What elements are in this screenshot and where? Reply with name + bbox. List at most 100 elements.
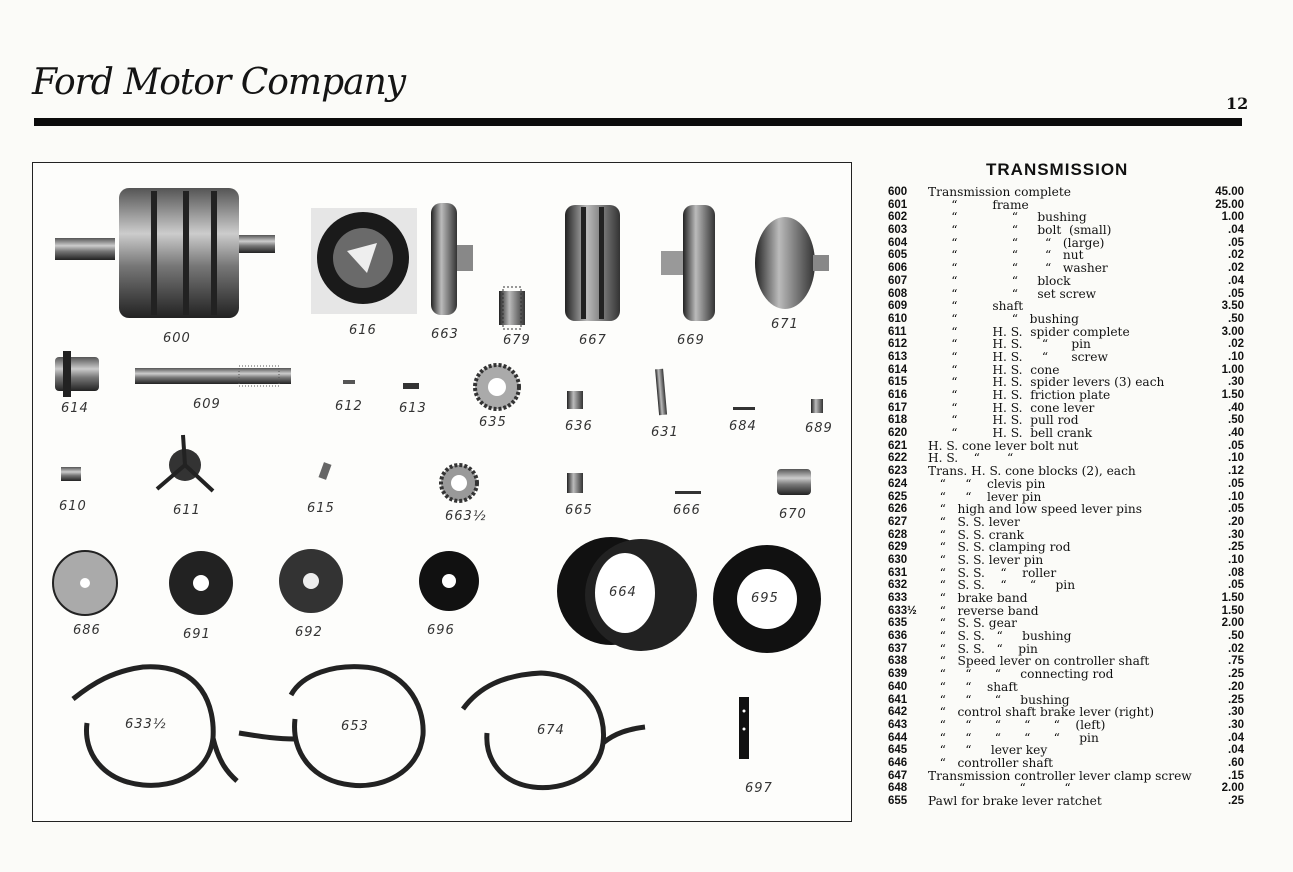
part-number: 642	[888, 706, 908, 719]
part-description: “ S. S. “ bushing	[928, 629, 1072, 644]
part-612-pin-drawing	[343, 380, 355, 384]
part-price: .10	[1228, 490, 1244, 503]
part-description: H. S. “ “	[928, 451, 1014, 466]
part-price: .05	[1228, 477, 1244, 490]
part-description: “ S. S. “ roller	[928, 565, 1057, 580]
parts-list-row: 606 “ “ “ washer.02	[888, 262, 1244, 275]
parts-list-row: 612 “ H. S. “ pin.02	[888, 338, 1244, 351]
parts-list-row: 626 “ high and low speed lever pins.05	[888, 503, 1244, 516]
part-label: 613	[399, 401, 427, 416]
part-price: .15	[1228, 769, 1244, 782]
part-number: 636	[888, 630, 908, 643]
part-label: 667	[579, 333, 607, 348]
part-description: Transmission complete	[928, 185, 1071, 199]
part-label: 600	[163, 331, 191, 346]
part-price: 1.00	[1221, 363, 1244, 376]
parts-list-row: 600 Transmission complete 45.00	[888, 186, 1244, 199]
ford-motor-company-logo: Ford Motor Company	[32, 62, 406, 103]
parts-list-row: 646 “ controller shaft.60	[888, 757, 1244, 770]
part-number: 600	[888, 186, 908, 198]
parts-list-row: 615 “ H. S. spider levers (3) each.30	[888, 376, 1244, 389]
part-description: “ S. S. “ “ pin	[928, 578, 1076, 593]
part-price: .20	[1228, 680, 1244, 693]
part-label: 684	[729, 419, 757, 434]
part-price: .02	[1228, 249, 1244, 262]
part-label: 653	[341, 719, 369, 734]
part-price: .04	[1228, 744, 1244, 757]
part-description: “ “ bushing	[928, 210, 1087, 225]
part-price: .25	[1228, 541, 1244, 554]
part-697-lever-drawing	[739, 697, 749, 759]
part-number: 641	[888, 693, 908, 706]
part-614-cone-drawing	[55, 351, 99, 397]
part-description: “ “ lever pin	[928, 489, 1042, 504]
part-description: “ H. S. bell crank	[928, 426, 1093, 441]
part-description: “ S. S. “ pin	[928, 641, 1038, 656]
part-description: “ “ bolt (small)	[928, 223, 1112, 238]
part-price: 1.00	[1221, 211, 1244, 224]
parts-list-row: 637 “ S. S. “ pin.02	[888, 643, 1244, 656]
part-price: 45.00	[1215, 186, 1244, 198]
part-description: “ “ shaft	[928, 679, 1018, 694]
parts-list-row: 608 “ “ set screw.05	[888, 286, 1244, 301]
part-number: 620	[888, 427, 908, 440]
part-price: .08	[1228, 566, 1244, 579]
part-number: 623	[888, 465, 908, 478]
part-description: “ “ “ washer	[928, 261, 1108, 276]
part-number: 632	[888, 579, 908, 592]
parts-list-row: 642 “ control shaft brake lever (right).…	[888, 706, 1244, 719]
part-number: 631	[888, 566, 908, 579]
parts-list-row: 632 “ S. S. “ “ pin.05	[888, 579, 1244, 592]
part-price: .10	[1228, 452, 1244, 465]
part-label: 695	[751, 591, 779, 606]
part-number: 608	[888, 287, 908, 300]
part-691-disc-drawing	[169, 551, 233, 615]
part-price: .30	[1228, 706, 1244, 719]
part-number: 604	[888, 236, 908, 249]
part-price: .25	[1228, 795, 1244, 807]
part-description: “ “ clevis pin	[928, 476, 1046, 491]
part-label: 674	[537, 723, 565, 738]
part-price: .60	[1228, 756, 1244, 769]
part-price: .05	[1228, 439, 1244, 452]
part-number: 639	[888, 668, 908, 681]
bands-drawing	[71, 664, 646, 791]
part-number: 612	[888, 338, 908, 351]
part-label: 633½	[125, 717, 167, 732]
parts-list-row: 610 “ “ bushing.50	[888, 313, 1244, 326]
parts-list-row: 643 “ “ “ “ “ (left).30	[888, 719, 1244, 732]
part-label: 671	[771, 317, 799, 332]
part-number: 611	[888, 325, 907, 338]
part-number: 618	[888, 414, 908, 427]
parts-list-row: 620 “ H. S. bell crank.40	[888, 427, 1244, 440]
part-label: 679	[503, 333, 531, 348]
parts-list-row: 627 “ S. S. lever.20	[888, 516, 1244, 529]
part-number: 630	[888, 553, 908, 566]
part-686-disc-drawing	[52, 550, 118, 616]
parts-list-row: 604 “ “ “ (large).05	[888, 237, 1244, 250]
part-description: “ “ set screw	[928, 286, 1097, 301]
part-price: .05	[1228, 236, 1244, 249]
part-description: “ “ bushing	[928, 311, 1079, 326]
page-number: 12	[1226, 94, 1249, 113]
part-number: 628	[888, 528, 908, 541]
part-number: 614	[888, 363, 908, 376]
part-description: Pawl for brake lever ratchet	[928, 794, 1102, 808]
part-number: 609	[888, 300, 908, 313]
part-611-spider-drawing	[155, 434, 215, 493]
part-674-band-drawing	[460, 670, 607, 791]
part-description: “ shaft	[928, 299, 1024, 314]
part-price: .02	[1228, 338, 1244, 351]
part-label: 663	[431, 327, 459, 342]
part-number: 610	[888, 312, 908, 325]
part-label: 689	[805, 421, 833, 436]
parts-list-row: 628 “ S. S. crank.30	[888, 528, 1244, 542]
parts-list-row: 644 “ “ “ “ “ pin.04	[888, 731, 1244, 745]
part-number: 617	[888, 401, 908, 414]
